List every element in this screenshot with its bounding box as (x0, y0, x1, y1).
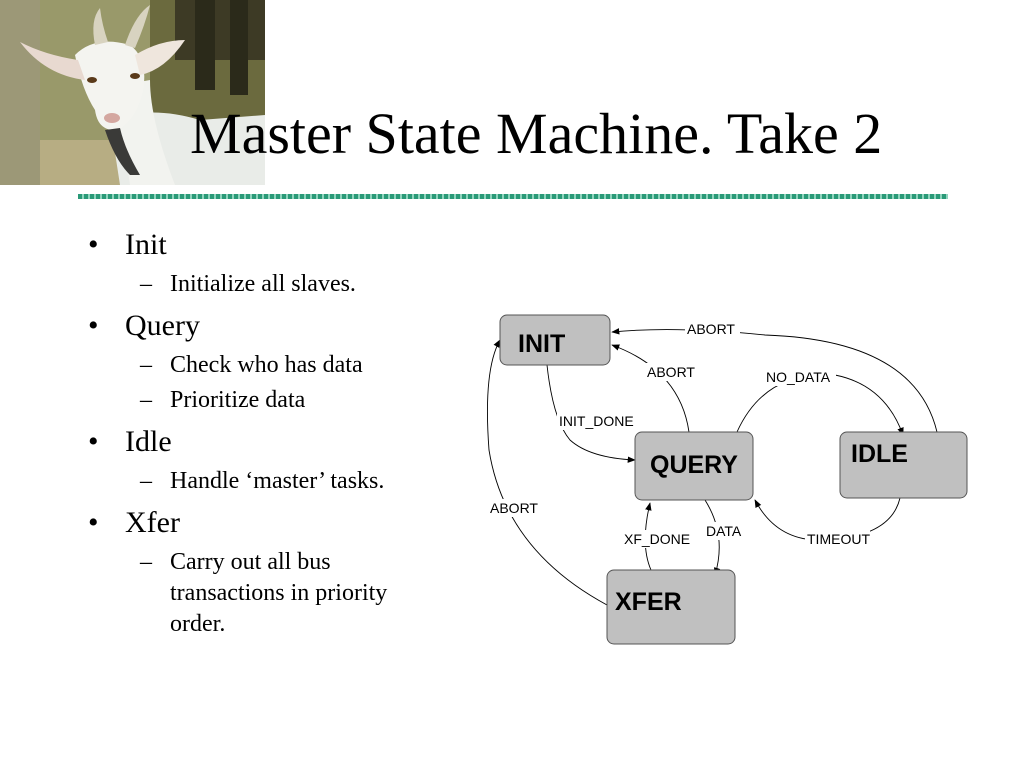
edge-label-abort-xfer: ABORT (488, 499, 543, 517)
edge-abort-xfer-init (486, 339, 608, 606)
svg-text:QUERY: QUERY (650, 451, 738, 479)
bullet-item: • Xfer (80, 503, 460, 543)
sub-bullet-text: Carry out all bus transactions in priori… (170, 549, 388, 637)
bullet-dot-icon: • (88, 425, 99, 458)
svg-text:ABORT: ABORT (647, 364, 695, 380)
edge-label-abort-query: ABORT (645, 363, 700, 381)
svg-text:ABORT: ABORT (490, 500, 538, 516)
bullet-label: Init (125, 228, 167, 261)
bullet-dot-icon: • (88, 309, 99, 342)
bullet-label: Query (125, 309, 200, 342)
edge-label-timeout: TIMEOUT (805, 530, 870, 548)
edge-abort-idle-init (611, 328, 938, 433)
svg-text:NO_DATA: NO_DATA (766, 369, 831, 385)
bullet-label: Idle (125, 425, 172, 458)
sub-bullet-item: –Check who has data (80, 350, 460, 381)
sub-bullet-item: –Carry out all bus transactions in prior… (80, 547, 430, 640)
title-divider (78, 194, 948, 199)
edge-label-xf-done: XF_DONE (622, 530, 694, 548)
dash-icon: – (140, 468, 152, 494)
svg-text:XF_DONE: XF_DONE (624, 531, 690, 547)
bullet-dot-icon: • (88, 228, 99, 261)
svg-text:INIT_DONE: INIT_DONE (559, 413, 634, 429)
sub-bullet-item: –Handle ‘master’ tasks. (80, 466, 460, 497)
sub-bullet-text: Prioritize data (170, 387, 306, 413)
svg-text:TIMEOUT: TIMEOUT (807, 531, 870, 547)
bullet-group-init: • Init –Initialize all slaves. (80, 225, 460, 300)
dash-icon: – (140, 352, 152, 378)
page-title: Master State Machine. Take 2 (190, 101, 883, 166)
sub-bullet-text: Handle ‘master’ tasks. (170, 468, 385, 494)
dash-icon: – (140, 549, 152, 575)
bullet-dot-icon: • (88, 506, 99, 539)
dash-icon: – (140, 271, 152, 297)
bullet-item: • Init (80, 225, 460, 265)
bullet-group-xfer: • Xfer –Carry out all bus transactions in… (80, 503, 460, 640)
goat-photo (0, 0, 265, 185)
state-machine-diagram: ABORT ABORT NO_DATA INIT_DONE ABORT XF_D… (486, 314, 968, 645)
state-query: QUERY (634, 431, 754, 501)
state-init: INIT (499, 314, 611, 366)
bullet-label: Xfer (125, 506, 180, 539)
bullet-group-idle: • Idle –Handle ‘master’ tasks. (80, 422, 460, 497)
bullet-item: • Query (80, 306, 460, 346)
edge-label-init-done: INIT_DONE (557, 412, 635, 430)
state-idle: IDLE (839, 431, 968, 499)
sub-bullet-text: Check who has data (170, 352, 363, 378)
dash-icon: – (140, 387, 152, 413)
bullet-list: •Init –Initialize all slaves. •Query –Ch… (80, 225, 460, 646)
svg-text:XFER: XFER (615, 588, 682, 616)
edge-label-abort-top: ABORT (685, 320, 740, 338)
edge-label-no-data: NO_DATA (764, 368, 836, 386)
state-xfer: XFER (606, 569, 736, 645)
svg-text:INIT: INIT (518, 330, 565, 358)
sub-bullet-item: –Prioritize data (80, 385, 460, 416)
bullet-group-query: • Query –Check who has data –Prioritize d… (80, 306, 460, 416)
edge-label-data: DATA (704, 522, 749, 540)
svg-text:IDLE: IDLE (851, 440, 908, 468)
sub-bullet-text: Initialize all slaves. (170, 271, 356, 297)
bullet-item: • Idle (80, 422, 460, 462)
svg-text:ABORT: ABORT (687, 321, 735, 337)
edge-init-done (546, 364, 636, 463)
sub-bullet-item: –Initialize all slaves. (80, 269, 460, 300)
svg-text:DATA: DATA (706, 523, 742, 539)
